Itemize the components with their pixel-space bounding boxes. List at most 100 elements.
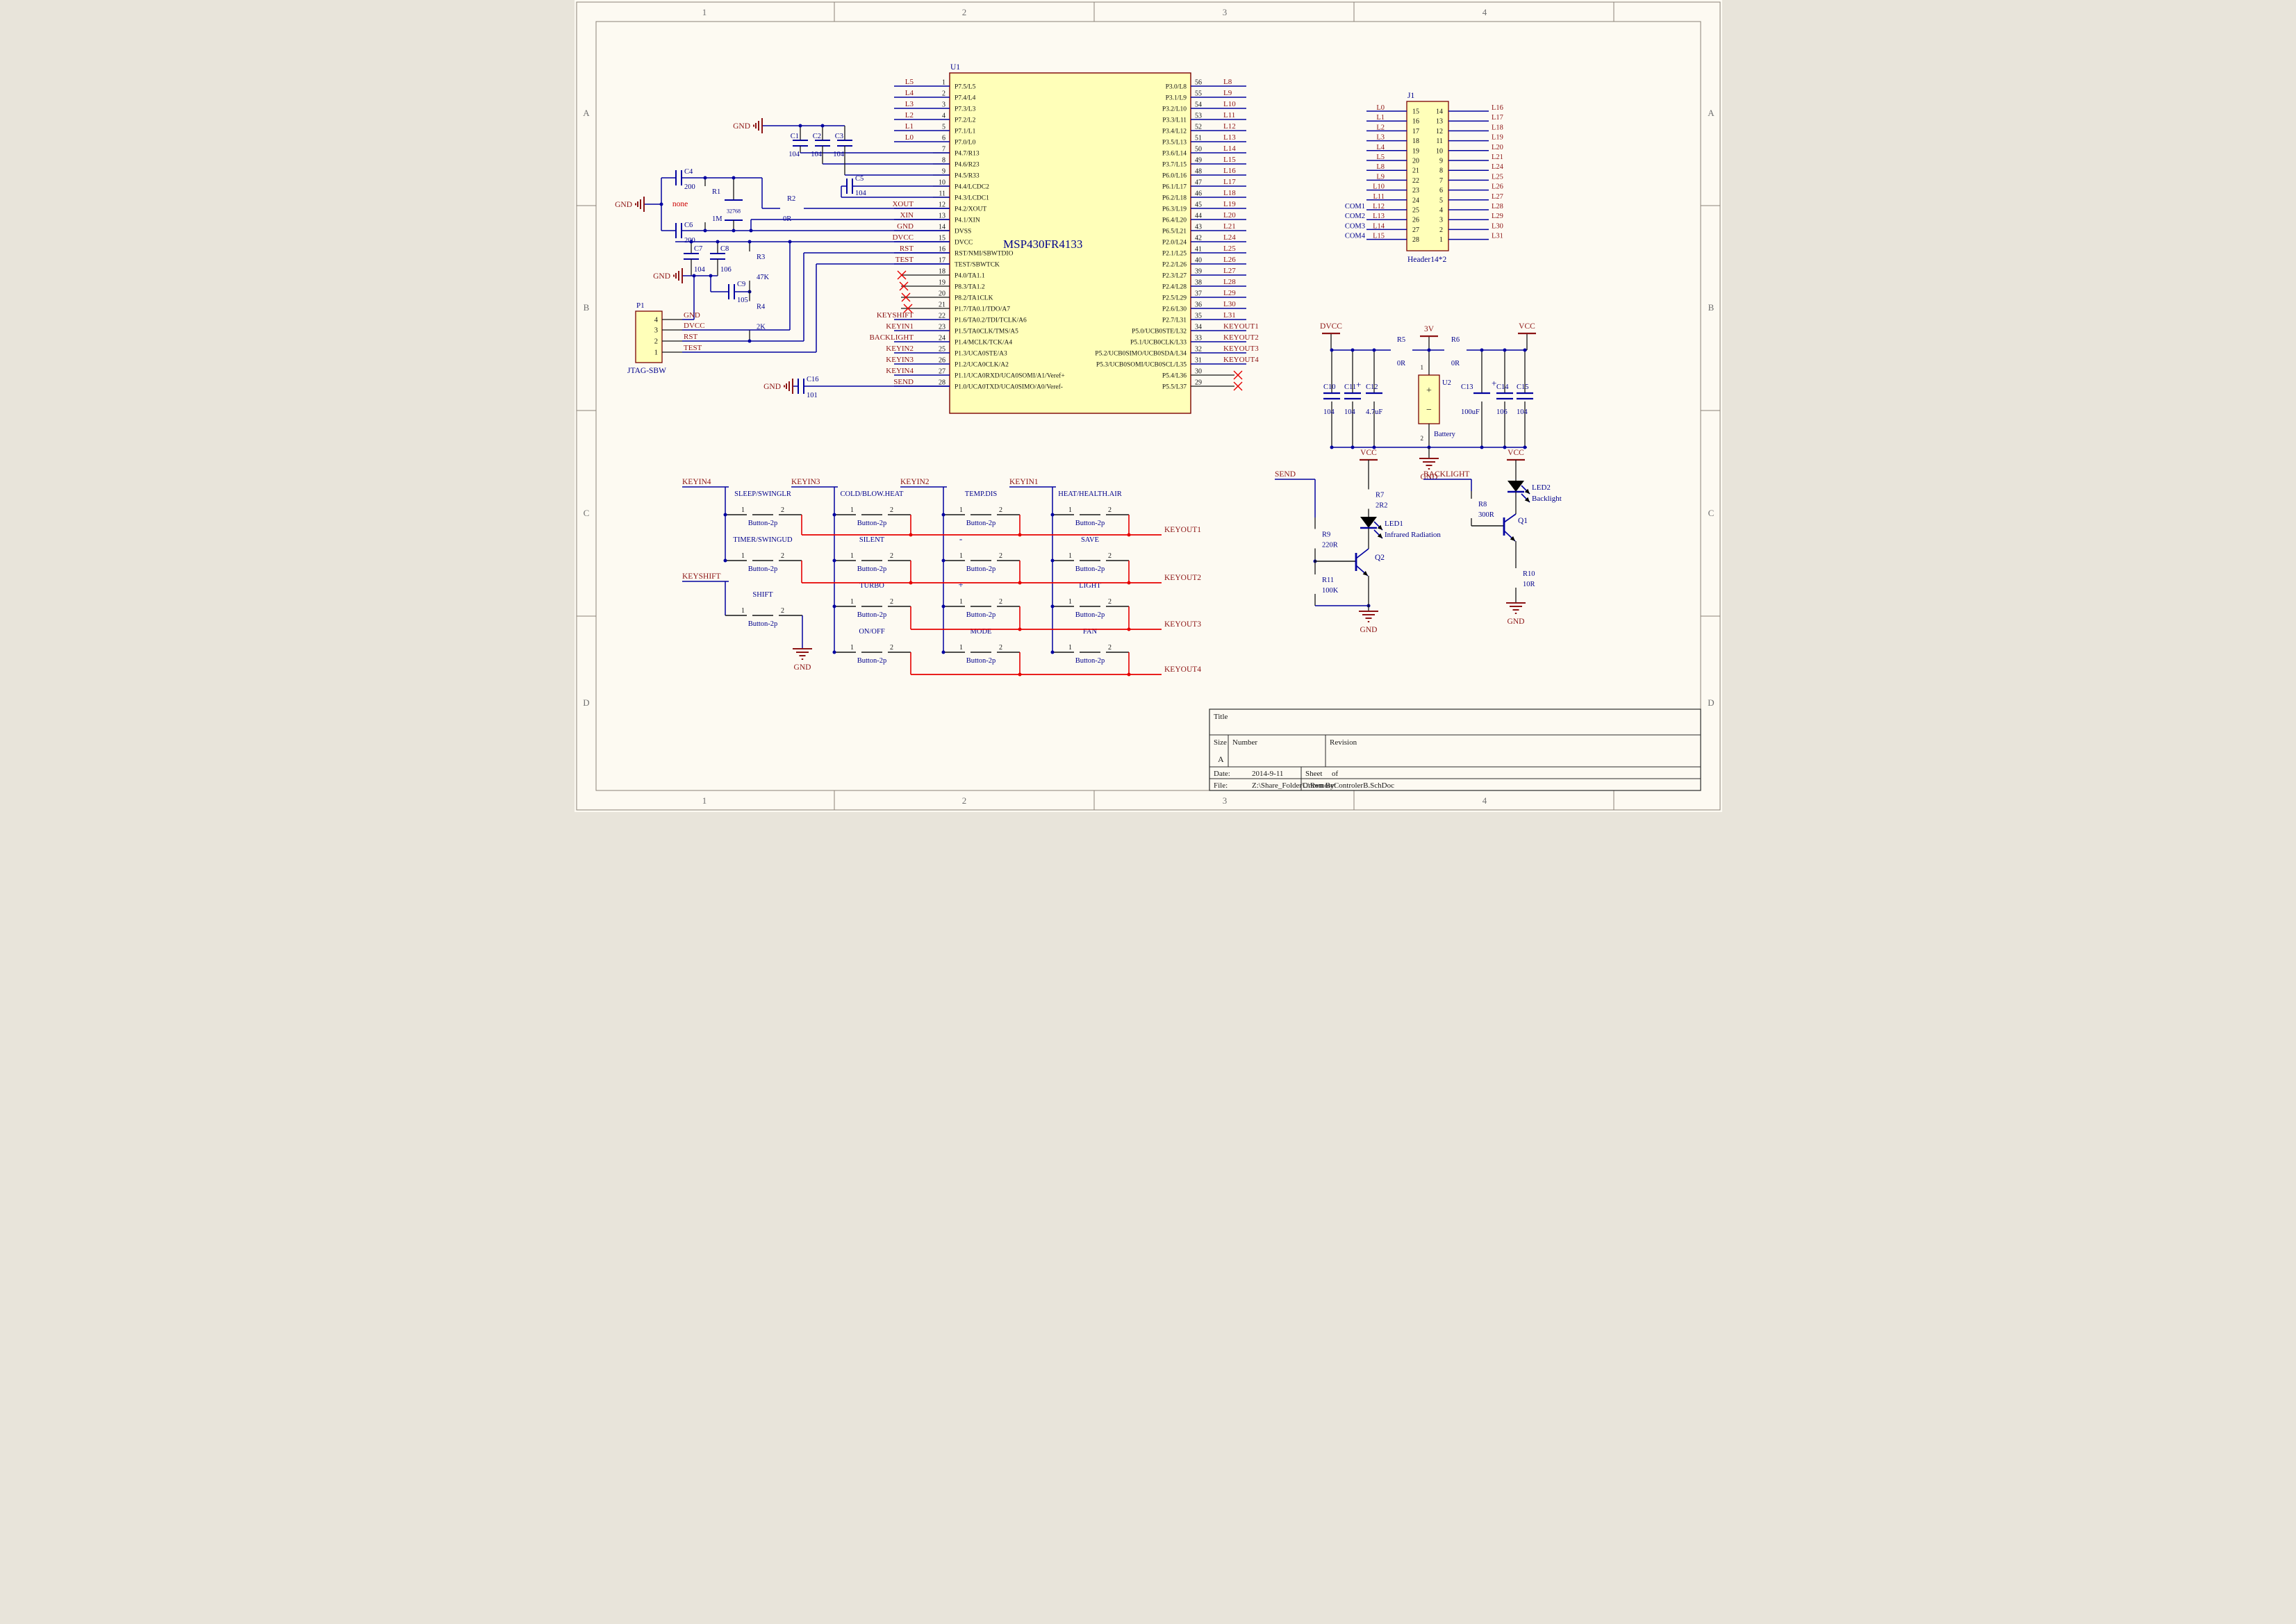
pin-number: 2	[1108, 598, 1112, 606]
net-label: DVCC	[892, 233, 914, 242]
pin-number: 1	[741, 607, 745, 615]
junction-dot	[1351, 348, 1354, 352]
pin-name: P4.4/LCDC2	[955, 184, 989, 191]
net-label: KEYIN4	[886, 367, 914, 375]
net-label: L30	[1223, 300, 1236, 308]
pin-number: 20	[939, 290, 945, 298]
net-label: KEYOUT4	[1223, 356, 1259, 364]
pin-number: 34	[1195, 324, 1202, 331]
tb-sheet-label: Sheet	[1305, 770, 1322, 778]
button-part: Button-2p	[1075, 611, 1105, 619]
button-pin	[1100, 558, 1106, 563]
gnd-label: GND	[1360, 626, 1377, 634]
pin-number: 23	[1412, 187, 1419, 194]
pin-name: RST/NMI/SBWTDIO	[955, 251, 1014, 258]
button-part: Button-2p	[1075, 657, 1105, 665]
designator: C16	[807, 376, 819, 383]
pin-number: 43	[1195, 224, 1202, 231]
button-pin	[855, 558, 861, 563]
pin-number: 10	[939, 179, 945, 187]
value: Battery	[1434, 431, 1456, 438]
value: 1M	[712, 215, 722, 223]
tb-revision-label: Revision	[1330, 738, 1357, 747]
pin-name: P3.3/L11	[1162, 117, 1187, 124]
net-label: XIN	[900, 211, 914, 219]
button-label: TIMER/SWINGUD	[733, 536, 793, 544]
pin-name: P4.7/R13	[955, 151, 980, 158]
net-label: L31	[1223, 311, 1236, 320]
button-part: Button-2p	[966, 611, 996, 619]
junction-dot	[1351, 445, 1354, 449]
junction-dot	[832, 513, 836, 517]
junction-dot	[723, 558, 727, 563]
button-pin	[1073, 604, 1080, 609]
no-connect-x	[903, 304, 912, 313]
pin-number: 18	[1412, 138, 1419, 145]
pin-number: 12	[939, 201, 945, 209]
pin-name: P3.5/L13	[1162, 140, 1186, 147]
button-pin	[773, 512, 779, 517]
power-label: 3V	[1423, 325, 1434, 333]
pin-number: 16	[1412, 118, 1419, 126]
pin-number: 13	[939, 213, 945, 220]
net-label: L17	[1492, 114, 1503, 122]
junction-dot	[832, 604, 836, 608]
net-label: L5	[1376, 154, 1385, 161]
value: 0R	[1451, 360, 1459, 367]
junction-dot	[1127, 581, 1130, 585]
pin-number: 1	[1420, 364, 1423, 371]
pin-number: 11	[1436, 138, 1443, 145]
net-label: L20	[1492, 144, 1503, 151]
pin-number: 44	[1195, 213, 1202, 220]
net-label: KEYOUT4	[1164, 665, 1201, 674]
pin-name: P7.3/L3	[955, 106, 976, 113]
tb-file-label: File:	[1214, 781, 1228, 790]
junction-dot	[1018, 581, 1021, 585]
button-pin	[746, 613, 752, 618]
designator: R4	[757, 304, 766, 311]
button-pin	[964, 649, 971, 655]
net-label: KEYOUT1	[1164, 526, 1201, 534]
button-label: TURBO	[859, 582, 884, 590]
pin-name: P6.3/L19	[1162, 206, 1186, 213]
arrow-head	[1377, 533, 1382, 538]
net-label: KEYOUT3	[1164, 620, 1201, 629]
pin-number: 42	[1195, 235, 1202, 242]
net-label: L3	[905, 100, 914, 108]
transistor-collector	[1355, 548, 1369, 559]
pin-number: 1	[850, 598, 854, 606]
button-label: SILENT	[859, 536, 884, 544]
arrow-head	[1377, 524, 1382, 530]
net-label: GND	[684, 311, 700, 320]
junction-dot	[723, 513, 727, 517]
pin-number: 1	[959, 506, 963, 514]
connector-ref: J1	[1407, 92, 1414, 100]
gnd-label: GND	[793, 663, 811, 672]
pin-number: 29	[1195, 379, 1202, 387]
pin-number: 1	[959, 598, 963, 606]
pin-name: TEST/SBWTCK	[955, 262, 1000, 269]
button-pin	[855, 604, 861, 609]
gnd-label: GND	[1507, 618, 1524, 626]
led-triangle	[1360, 517, 1377, 528]
button-pin	[882, 649, 888, 655]
pin-name: P3.1/L9	[1165, 95, 1187, 102]
button-pin	[991, 558, 997, 563]
pin-number: 2	[654, 338, 657, 346]
pin-number: 1	[850, 552, 854, 560]
net-label: L3	[1376, 134, 1385, 142]
net-label: L12	[1373, 203, 1385, 210]
pin-name: P2.4/L28	[1162, 284, 1186, 291]
junction-dot	[748, 240, 751, 244]
net-label: KEYIN1	[1009, 478, 1039, 486]
designator: C9	[737, 281, 745, 288]
button-label: SAVE	[1080, 536, 1098, 544]
net-label: L5	[905, 78, 914, 86]
power-label: VCC	[1508, 449, 1524, 457]
pin-number: 15	[939, 235, 945, 242]
value: 104	[1344, 408, 1356, 416]
